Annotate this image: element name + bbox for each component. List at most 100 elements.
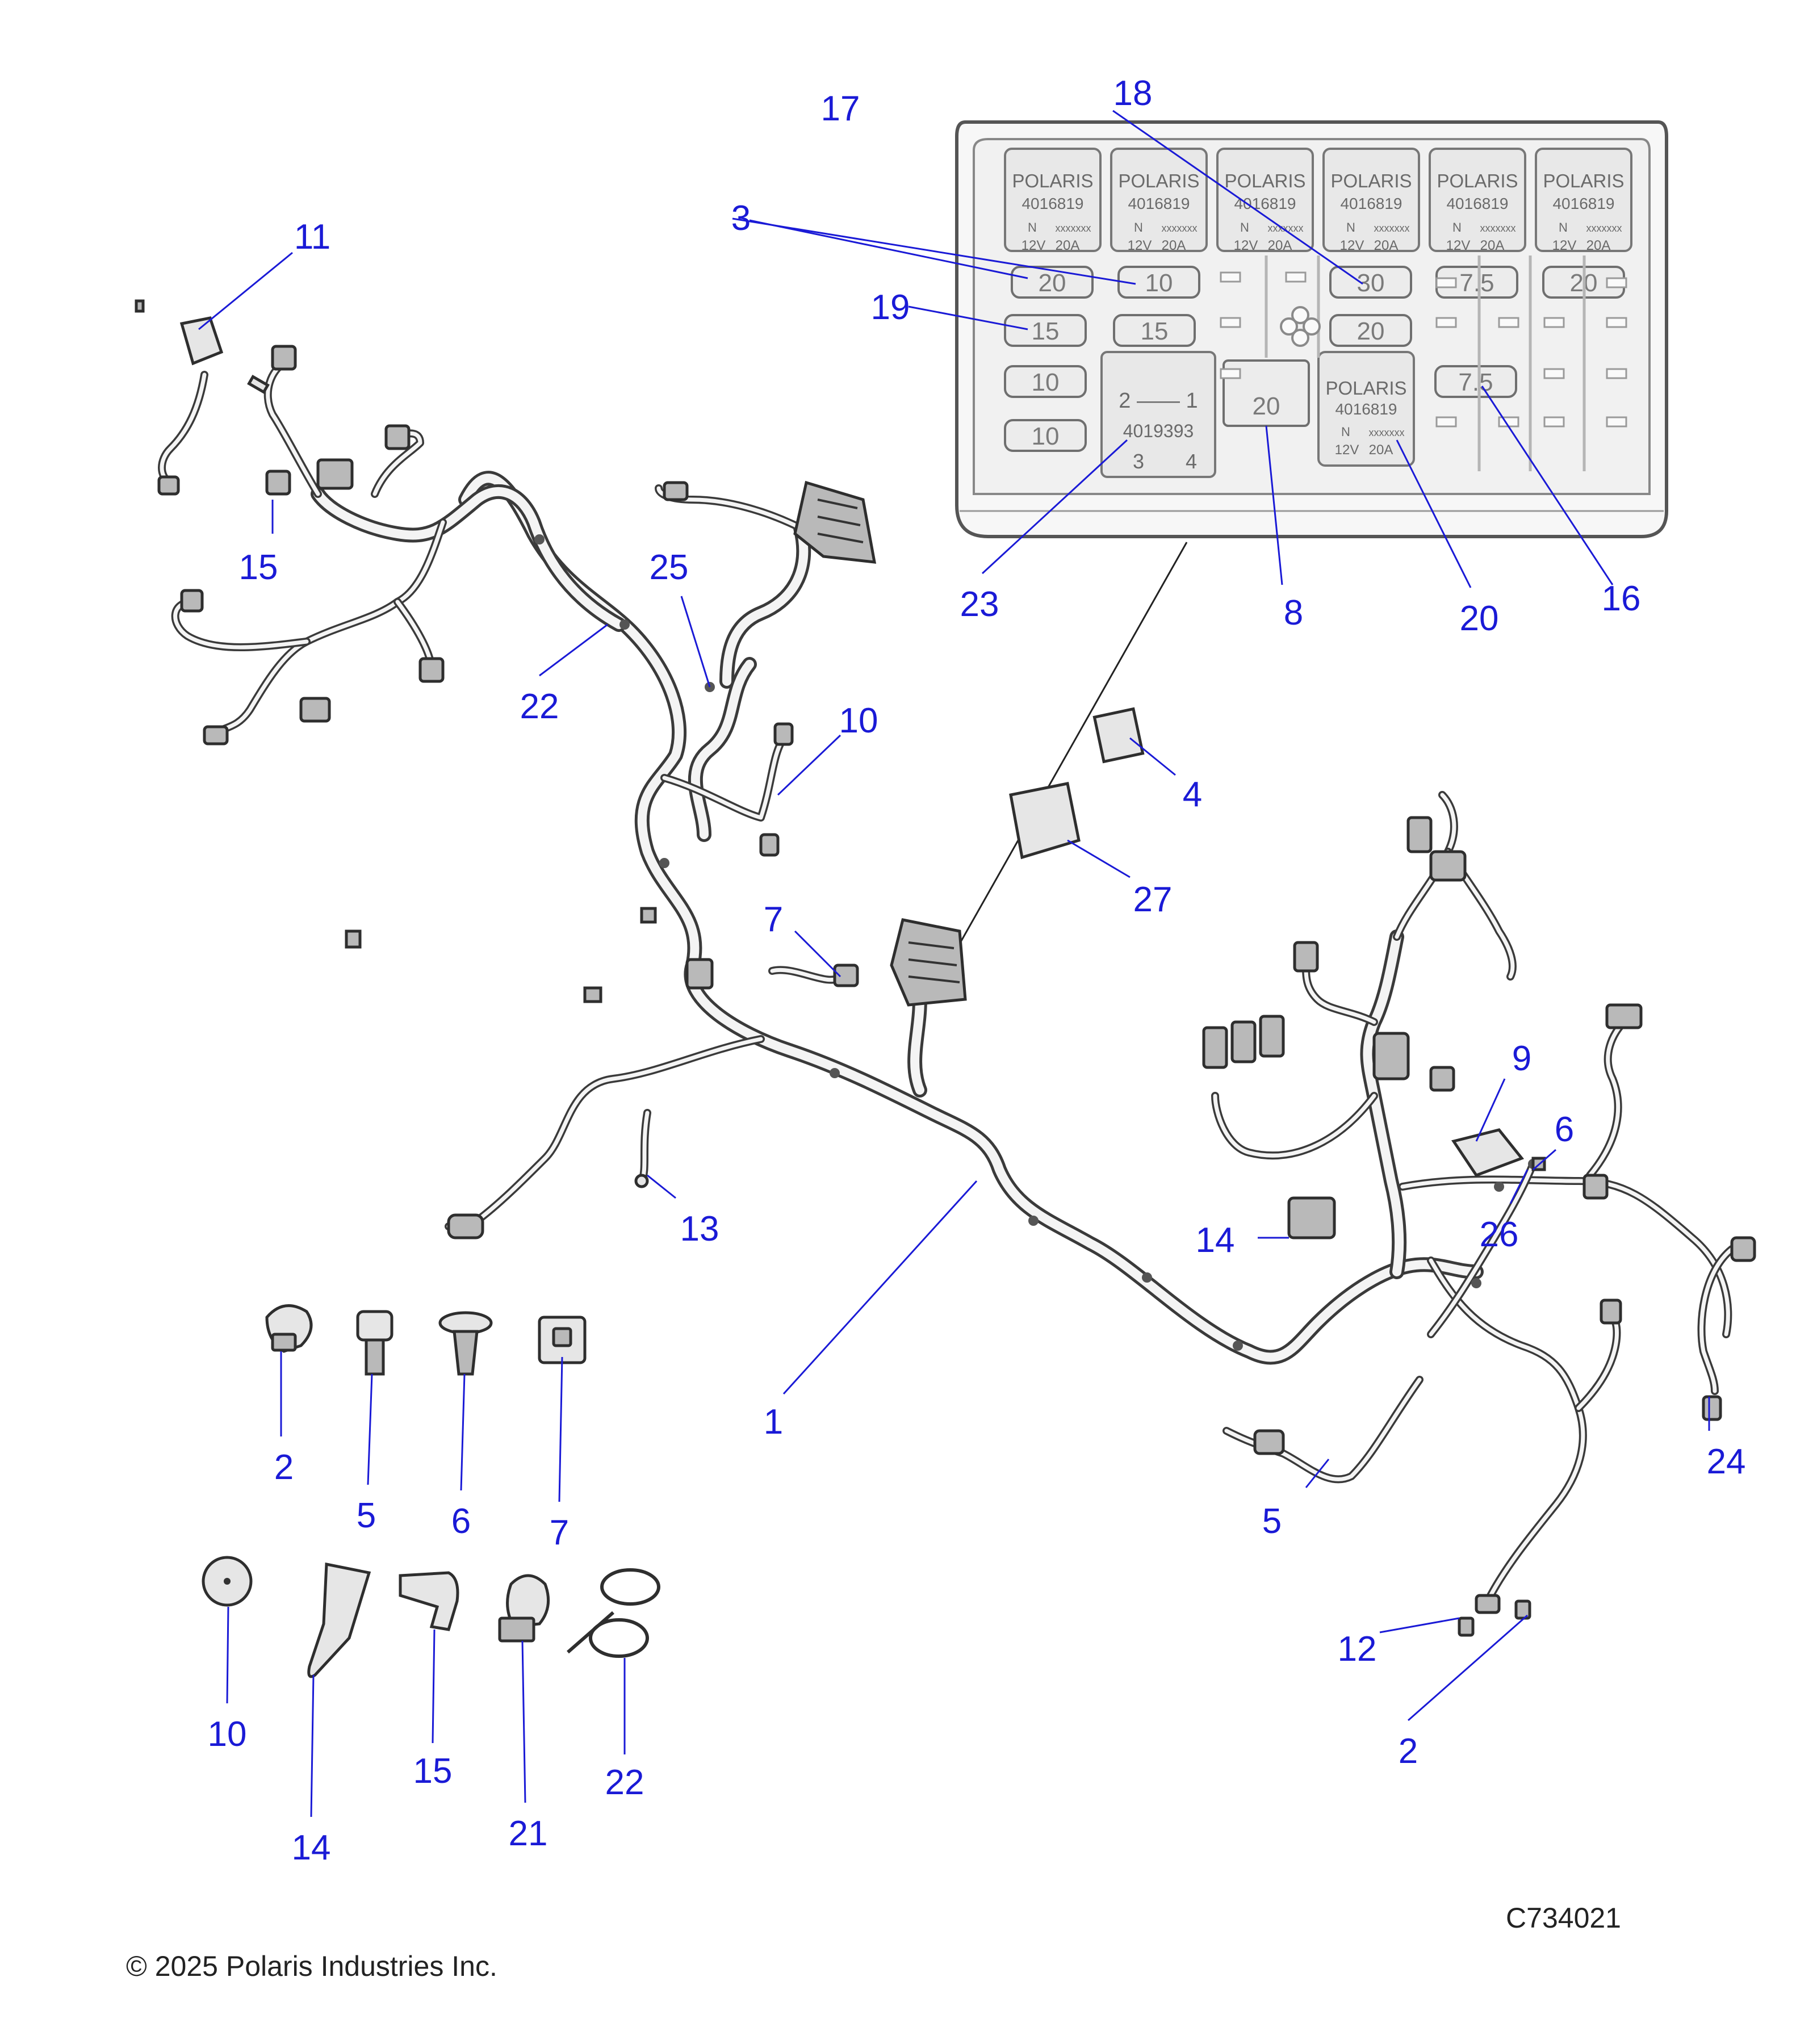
branch-left-low-in bbox=[446, 1037, 763, 1229]
fuse-f1: 20 bbox=[1011, 266, 1094, 299]
main-relay-pin-3: 3 bbox=[1133, 450, 1144, 473]
connector-7 bbox=[833, 964, 859, 987]
fuse-f4: 7.5 bbox=[1435, 266, 1518, 299]
clamp-21 bbox=[498, 1574, 550, 1643]
relay-brand: POLARIS bbox=[1325, 378, 1406, 399]
callout-6-harness: 6 bbox=[1555, 1110, 1574, 1149]
relay-body bbox=[1317, 351, 1415, 467]
right-lower-branch-in bbox=[1429, 1258, 1585, 1603]
callout-26: 26 bbox=[1480, 1215, 1519, 1254]
bracket-15 bbox=[399, 1571, 459, 1631]
relay-part-number: 4016819 bbox=[1234, 195, 1296, 212]
connector bbox=[1372, 1032, 1410, 1080]
callout-3: 3 bbox=[731, 199, 751, 238]
right-lower-c-in bbox=[1576, 1315, 1619, 1410]
boot-14 bbox=[307, 1562, 371, 1678]
relay-logo-icon: N bbox=[1028, 220, 1037, 234]
callout-2-hardware: 2 bbox=[274, 1448, 294, 1487]
relay-voltage: 12V bbox=[1234, 238, 1258, 253]
callout-17: 17 bbox=[821, 89, 860, 128]
relay-amperage: 20A bbox=[1480, 238, 1505, 253]
inset-leader-line bbox=[953, 542, 1188, 954]
relay-voltage: 12V bbox=[1021, 238, 1046, 253]
relay-logo-icon: N bbox=[1452, 220, 1462, 234]
relay-part-number: 4016819 bbox=[1446, 195, 1508, 212]
relay-logo-icon: N bbox=[1134, 220, 1143, 234]
callout-5-harness: 5 bbox=[1262, 1502, 1282, 1541]
fuse-f7: 15 bbox=[1113, 314, 1196, 347]
fastener bbox=[583, 986, 602, 1003]
relay-voltage: 12V bbox=[1446, 238, 1471, 253]
callout-7-harness: 7 bbox=[764, 900, 783, 939]
relay-amperage: 20A bbox=[1268, 238, 1292, 253]
fuse-rating: 15 bbox=[1141, 317, 1169, 345]
sensor-11-lead-in bbox=[160, 372, 207, 485]
callout-21: 21 bbox=[509, 1814, 548, 1853]
connector-14 bbox=[1287, 1196, 1336, 1239]
callout-2-harness: 2 bbox=[1399, 1732, 1418, 1771]
relay-brand: POLARIS bbox=[1118, 170, 1199, 191]
fuse-f11: 7.5 bbox=[1434, 365, 1517, 398]
callout-10-hardware: 10 bbox=[208, 1715, 247, 1754]
main-relay-body bbox=[1100, 351, 1216, 478]
push-rivet-6 bbox=[438, 1311, 493, 1376]
right-lower-branch bbox=[1427, 1256, 1587, 1605]
main-trunk bbox=[461, 474, 1481, 1362]
callout-7-hardware: 7 bbox=[550, 1513, 569, 1552]
connector bbox=[759, 833, 780, 857]
right-upper-c-in bbox=[1588, 1020, 1626, 1178]
fuse-rating: 15 bbox=[1032, 317, 1060, 345]
fuse-puller-icon bbox=[1280, 306, 1321, 347]
connector bbox=[271, 345, 297, 371]
copyright: © 2025 Polaris Industries Inc. bbox=[126, 1950, 497, 1982]
relay-voltage: 12V bbox=[1128, 238, 1152, 253]
fuse-rating: 10 bbox=[1145, 269, 1173, 297]
nut-clip-7 bbox=[538, 1316, 587, 1364]
connector bbox=[1429, 1066, 1455, 1092]
connector bbox=[447, 1213, 484, 1239]
connector bbox=[180, 589, 204, 613]
fuse-rating: 7.5 bbox=[1458, 368, 1493, 396]
fuse-body bbox=[1113, 314, 1196, 347]
fuse-rating: 7.5 bbox=[1459, 269, 1494, 297]
ground-eyelet-13 bbox=[634, 1174, 649, 1188]
fuse-f9: 10 bbox=[1004, 365, 1087, 398]
relay-code: xxxxxxx bbox=[1374, 223, 1410, 234]
sensor-11 bbox=[179, 316, 224, 366]
relay-code: xxxxxxx bbox=[1480, 223, 1516, 234]
right-24-lead-in bbox=[1699, 1247, 1734, 1393]
relay-logo-icon: N bbox=[1341, 425, 1350, 439]
relay-code: xxxxxxx bbox=[1268, 223, 1304, 234]
connector bbox=[1730, 1236, 1756, 1262]
relay-body bbox=[1322, 148, 1420, 252]
main-relay: 2 —— 1 4019393 3 4 bbox=[1100, 351, 1216, 478]
fastener bbox=[135, 299, 145, 313]
connector bbox=[1475, 1594, 1501, 1614]
fuse-body bbox=[1004, 314, 1087, 347]
sensor-11-lead bbox=[158, 371, 208, 487]
relay-amperage: 20A bbox=[1056, 238, 1080, 253]
fuse-f8: 20 bbox=[1329, 314, 1412, 347]
callout-27: 27 bbox=[1133, 880, 1173, 919]
right-mid-a-in bbox=[1304, 963, 1376, 1024]
branch-central-in bbox=[910, 995, 924, 1095]
main-relay-pins-top: 2 —— 1 bbox=[1119, 389, 1198, 413]
relay-3: POLARIS 4016819 xxxxxxx N 12V 20A bbox=[1216, 148, 1314, 253]
branch-ecu-in bbox=[722, 523, 809, 686]
connector bbox=[203, 725, 229, 745]
relay-part-number: 4016819 bbox=[1021, 195, 1083, 212]
relay-4: POLARIS 4016819 xxxxxxx N 12V 20A bbox=[1322, 148, 1420, 253]
callout-18: 18 bbox=[1113, 74, 1153, 113]
connector bbox=[685, 958, 714, 990]
clip-2 bbox=[265, 1304, 313, 1353]
upper-left-sub2-in bbox=[173, 600, 309, 650]
fuse-rating: 20 bbox=[1357, 317, 1385, 345]
relay-brand: POLARIS bbox=[1224, 170, 1305, 191]
right-injectors-in bbox=[1213, 1094, 1376, 1158]
connector bbox=[663, 481, 689, 501]
connector bbox=[1605, 1003, 1643, 1029]
relay-part-number: 4016819 bbox=[1552, 195, 1614, 212]
fuse-f3: 30 bbox=[1329, 266, 1412, 299]
empty-fuse-slots bbox=[1220, 271, 1627, 428]
loose-hardware bbox=[202, 1304, 660, 1678]
